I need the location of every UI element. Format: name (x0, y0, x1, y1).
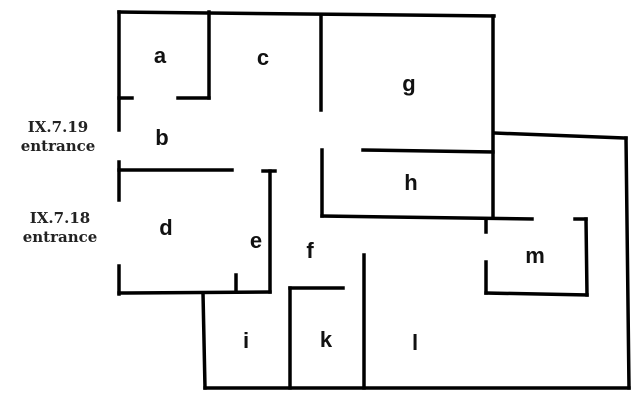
room-label-k: k (319, 327, 333, 352)
room-label-l: l (411, 330, 419, 355)
room-label-d: d (159, 215, 173, 240)
entrance-id: IX.7.19 (27, 118, 89, 136)
room-label-b: b (155, 125, 169, 150)
entrance-word: entrance (22, 228, 98, 246)
entrance-label-ix-7-18: IX.7.18 entrance (5, 209, 115, 247)
entrance-id: IX.7.18 (29, 209, 91, 227)
room-label-i: i (242, 328, 250, 353)
room-label-c: c (256, 45, 270, 70)
room-label-h: h (404, 170, 418, 195)
room-label-e: e (249, 228, 263, 253)
room-label-f: f (306, 238, 314, 263)
room-label-g: g (402, 71, 416, 96)
entrance-word: entrance (20, 137, 96, 155)
entrance-label-ix-7-19: IX.7.19 entrance (3, 118, 113, 156)
room-label-m: m (525, 243, 545, 268)
room-label-a: a (153, 43, 167, 68)
